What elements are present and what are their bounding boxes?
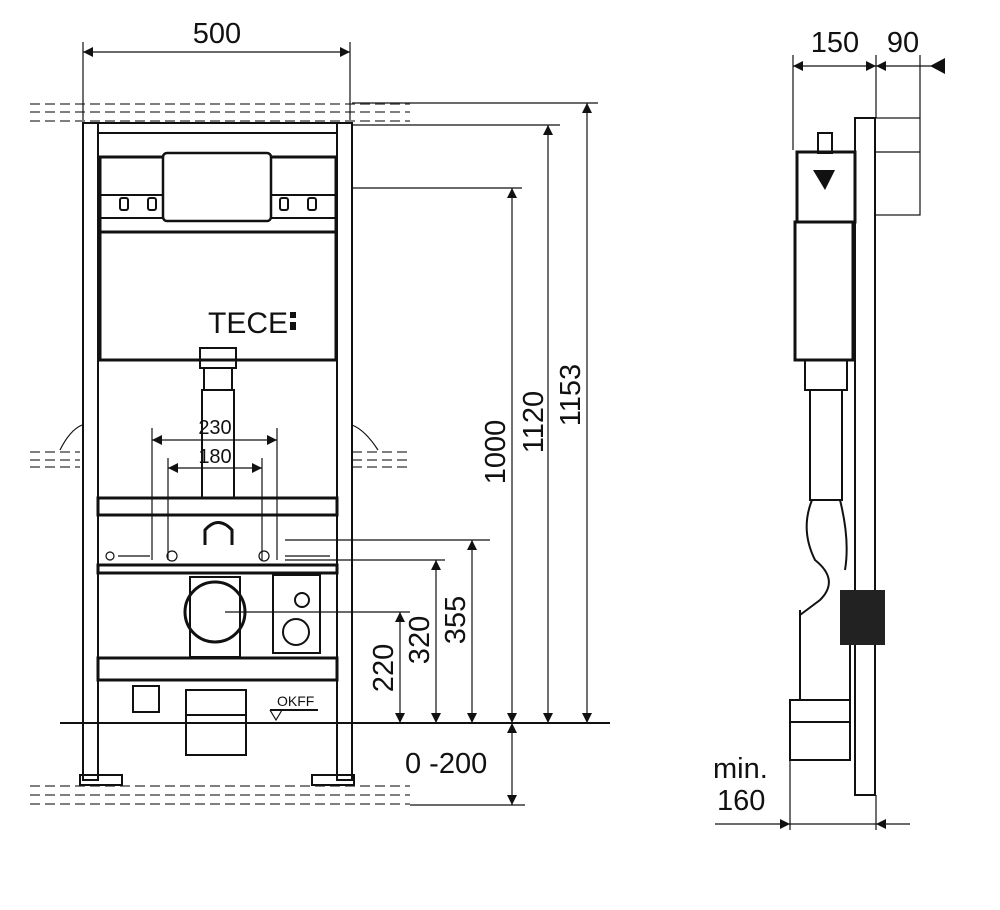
- flush-plate-opening: [161, 151, 273, 223]
- svg-text:230: 230: [198, 417, 231, 439]
- svg-text:160: 160: [717, 785, 765, 817]
- flush-plate-depth: [874, 117, 921, 216]
- cistern-side: [793, 132, 857, 362]
- height-dimensions: 220 320 355 1000 1120 1153 0 -200: [225, 102, 598, 806]
- okff-label: OKFF: [277, 693, 314, 709]
- frame-side: [854, 117, 876, 796]
- svg-text:min.: min.: [713, 753, 768, 785]
- floor-hatch: [30, 785, 410, 805]
- wc-outlet: [132, 574, 321, 756]
- svg-text:500: 500: [193, 18, 241, 50]
- svg-text:320: 320: [404, 616, 436, 664]
- svg-text:355: 355: [440, 596, 472, 644]
- svg-text:1153: 1153: [555, 364, 587, 426]
- side-view: 150 90 min. 160: [713, 27, 945, 830]
- tece-logo: TECE: [208, 307, 288, 340]
- min-depth-dimension: min. 160: [713, 753, 910, 830]
- svg-text:180: 180: [198, 446, 231, 468]
- drain-pipe-side: [789, 359, 885, 761]
- svg-text:150: 150: [811, 27, 859, 59]
- flush-spacing-dimensions: 230 180: [151, 417, 278, 560]
- svg-text:1000: 1000: [480, 420, 512, 485]
- svg-text:0 -200: 0 -200: [405, 748, 487, 780]
- depth-dimensions: 150 90: [792, 27, 945, 150]
- svg-text:1120: 1120: [518, 391, 550, 453]
- cistern: TECE: [98, 151, 338, 362]
- svg-text:90: 90: [887, 27, 919, 59]
- mid-wall-hatch: [30, 424, 410, 468]
- svg-text:220: 220: [368, 644, 400, 692]
- upper-wall-hatch: [30, 103, 410, 122]
- front-view: TECE OKFF: [30, 18, 610, 806]
- width-dimension: 500: [82, 18, 351, 120]
